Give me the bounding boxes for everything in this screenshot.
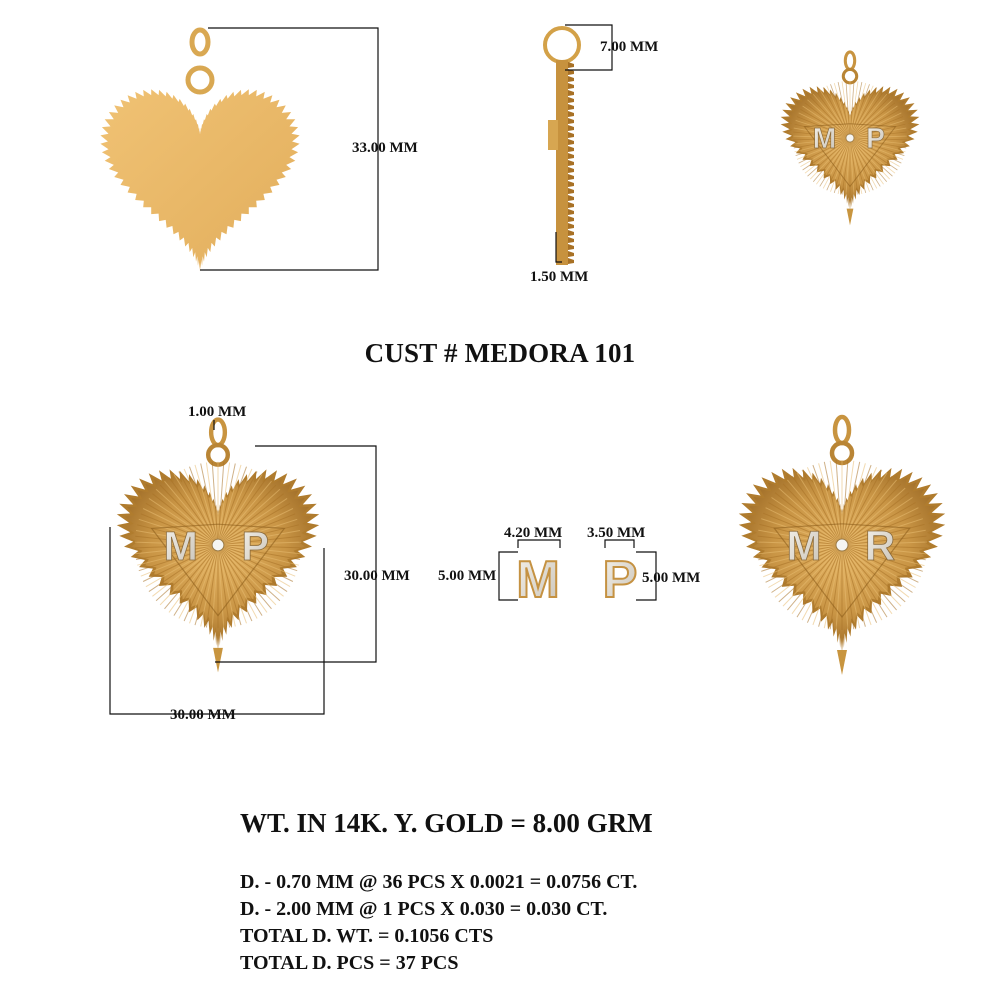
bottom-point [837, 650, 847, 675]
total-diamond-weight: TOTAL D. WT. = 0.1056 CTS [240, 925, 494, 947]
pendant-letter-left: M [787, 522, 822, 569]
loose-letter-m-glyph: M [516, 551, 559, 609]
dim-label-letter-p-width: 3.50 MM [587, 525, 645, 541]
center-diamond [211, 538, 225, 552]
dim-letter-p: 3.50 MM 5.00 MM [587, 525, 700, 601]
center-diamond [845, 133, 855, 143]
sunburst-rays [757, 460, 927, 630]
bottom-point [213, 647, 223, 673]
bottom-point [846, 208, 854, 226]
pendant-letter-right: P [242, 523, 269, 569]
dim-front-width: 30.00 MM [109, 527, 325, 723]
center-diamond [835, 538, 849, 552]
dim-bail-size: 7.00 MM [565, 24, 658, 71]
diamond-spec-line-1: D. - 0.70 MM @ 36 PCS X 0.0021 = 0.0756 … [240, 871, 638, 893]
dim-label-bail-size: 7.00 MM [600, 39, 658, 55]
bail-loop [208, 417, 228, 448]
inner-heart-outline [150, 523, 286, 617]
dim-label-height-back: 33.00 MM [352, 140, 418, 156]
gold-weight: WT. IN 14K. Y. GOLD = 8.00 GRM [240, 808, 653, 838]
dim-letter-m: 4.20 MM 5.00 MM [438, 525, 562, 601]
dim-label-letter-p-height: 5.00 MM [642, 570, 700, 586]
side-bail-ring [543, 26, 581, 64]
inner-heart-outline [803, 123, 897, 188]
loose-letter-p: P [602, 550, 639, 610]
dim-bail-wire: 1.00 MM [188, 404, 246, 430]
dim-label-thickness: 1.50 MM [530, 269, 588, 285]
sunburst-rays [792, 80, 908, 196]
back-view-pendant [100, 27, 300, 274]
dim-label-letter-m-width: 4.20 MM [504, 525, 562, 541]
dim-label-letter-m-height: 5.00 MM [438, 568, 496, 584]
side-view-pendant [543, 26, 581, 265]
dim-front-height: 30.00 MM [215, 445, 410, 663]
dim-label-front-height: 30.00 MM [344, 568, 410, 584]
customer-title: CUST # MEDORA 101 [364, 338, 636, 368]
side-body [556, 60, 568, 265]
bail-loop [843, 50, 857, 71]
pendant-letter-left: M [164, 523, 198, 569]
dim-height-back: 33.00 MM [200, 27, 418, 271]
bail-loop [832, 414, 852, 446]
pendant-letter-right: P [866, 122, 885, 154]
total-diamond-pieces: TOTAL D. PCS = 37 PCS [240, 952, 459, 974]
jump-ring [205, 442, 231, 467]
side-stone-setting [548, 120, 558, 150]
back-heart-shape [100, 89, 300, 274]
pendant-letter-right: R [865, 522, 895, 569]
dim-label-front-width: 30.00 MM [170, 707, 236, 723]
bail-loop [189, 27, 211, 57]
inner-heart-outline [773, 523, 911, 618]
jump-ring [185, 65, 215, 95]
dim-label-bail-wire: 1.00 MM [188, 404, 246, 420]
sunburst-rays [134, 461, 302, 629]
diamond-spec-line-2: D. - 2.00 MM @ 1 PCS X 0.030 = 0.030 CT. [240, 898, 608, 920]
loose-letter-p-glyph: P [603, 551, 638, 609]
pendant-letter-left: M [813, 122, 837, 154]
side-ridges [568, 62, 574, 264]
dim-thickness: 1.50 MM [530, 232, 588, 285]
loose-letter-m: M [515, 550, 560, 610]
